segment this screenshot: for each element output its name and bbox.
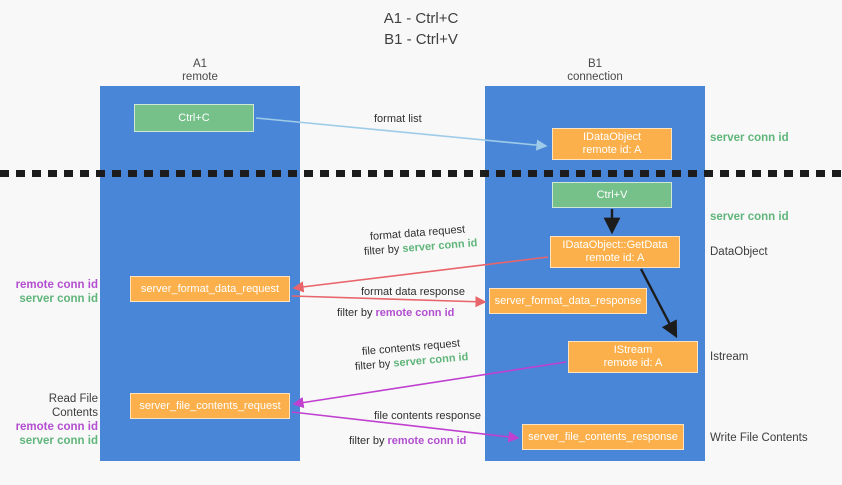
filter-prefix: filter by [337, 307, 376, 319]
column-header-b1: B1 connection [485, 58, 705, 84]
box-server-file-contents-response-label: server_file_contents_response [528, 430, 678, 443]
note-server-conn-id-2: server conn id [710, 211, 789, 223]
label-format-data-response: format data response [361, 286, 465, 298]
filter-value-remote-conn-id: remote conn id [375, 307, 455, 319]
box-idataobject-line1: IDataObject [582, 131, 642, 143]
box-istream-line1: IStream [613, 344, 653, 356]
box-idataobject-line2: remote id: A [582, 144, 642, 156]
note-conn-id-group-2: Read File Contents remote conn id server… [2, 392, 98, 448]
note-conn-id-group-1: remote conn id server conn id [2, 278, 98, 306]
label-file-contents-response: file contents response [374, 410, 482, 422]
box-ctrl-c-label: Ctrl+C [178, 111, 210, 124]
note-dataobject: DataObject [710, 246, 768, 258]
box-idataobject-getdata-line2: remote id: A [585, 252, 645, 264]
filter-prefix: filter by [354, 357, 394, 373]
filter-prefix: filter by [363, 242, 403, 258]
column-b1-name: B1 [587, 58, 603, 70]
note-write-file-contents: Write File Contents [710, 432, 808, 444]
phase-separator-dashed-line [0, 170, 842, 177]
box-idataobject-getdata[interactable]: IDataObject::GetData remote id: A [550, 236, 680, 268]
title-line-1: A1 - Ctrl+C [383, 10, 459, 27]
box-server-file-contents-response[interactable]: server_file_contents_response [522, 424, 684, 450]
note-server-conn-id-1: server conn id [710, 132, 789, 144]
note-remote-conn-id: remote conn id [15, 279, 98, 291]
note-server-conn-id: server conn id [19, 435, 98, 447]
filter-value-remote-conn-id: remote conn id [387, 435, 467, 447]
box-istream[interactable]: IStream remote id: A [568, 341, 698, 373]
note-server-conn-id: server conn id [19, 293, 98, 305]
column-b1-role: connection [567, 71, 623, 83]
box-server-format-data-request-label: server_format_data_request [140, 282, 280, 295]
box-idataobject-getdata-line1: IDataObject::GetData [562, 239, 668, 251]
box-ctrl-v-label: Ctrl+V [596, 188, 628, 201]
box-server-format-data-request[interactable]: server_format_data_request [130, 276, 290, 302]
box-server-format-data-response-label: server_format_data_response [494, 294, 642, 307]
box-server-format-data-response[interactable]: server_format_data_response [489, 288, 647, 314]
box-ctrl-v[interactable]: Ctrl+V [552, 182, 672, 208]
filter-prefix: filter by [349, 435, 388, 447]
column-a1-role: remote [182, 71, 218, 83]
column-header-a1: A1 remote [100, 58, 300, 84]
title-line-2: B1 - Ctrl+V [384, 31, 458, 48]
note-remote-conn-id: remote conn id [15, 421, 98, 433]
note-istream: Istream [710, 351, 749, 363]
label-format-list: format list [374, 113, 422, 125]
label-format-data-response-filter: filter by remote conn id [337, 306, 454, 320]
box-istream-line2: remote id: A [603, 357, 663, 369]
column-a1-name: A1 [192, 58, 208, 70]
box-idataobject[interactable]: IDataObject remote id: A [552, 128, 672, 160]
label-file-contents-response-filter: filter by remote conn id [349, 434, 466, 448]
note-read-file-contents: Read File Contents [48, 393, 98, 419]
box-ctrl-c[interactable]: Ctrl+C [134, 104, 254, 132]
box-server-file-contents-request-label: server_file_contents_request [139, 399, 281, 412]
page-title: A1 - Ctrl+C B1 - Ctrl+V [0, 8, 842, 50]
box-server-file-contents-request[interactable]: server_file_contents_request [130, 393, 290, 419]
